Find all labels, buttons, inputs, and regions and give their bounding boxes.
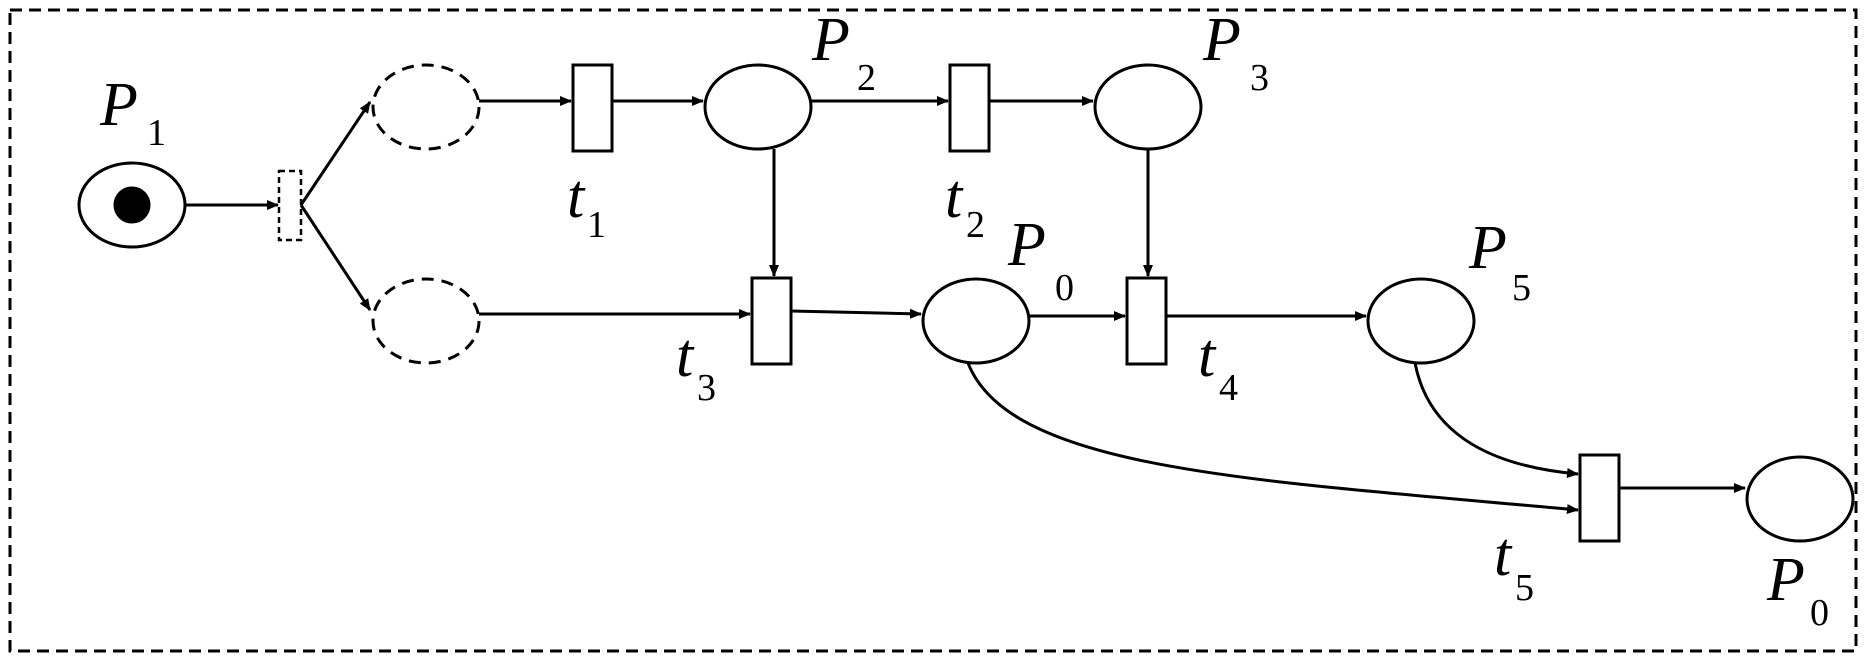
svg-text:t: t bbox=[567, 163, 586, 231]
svg-text:t: t bbox=[1494, 521, 1513, 589]
label-t2: t 2 bbox=[945, 163, 985, 246]
svg-text:t: t bbox=[676, 322, 695, 390]
label-p2: P 2 bbox=[811, 6, 876, 99]
label-t5: t 5 bbox=[1494, 521, 1534, 609]
svg-text:P: P bbox=[811, 6, 850, 74]
svg-text:P: P bbox=[99, 71, 138, 139]
transition-t5 bbox=[1578, 453, 1621, 543]
place-hidden-upper bbox=[371, 63, 481, 151]
svg-text:0: 0 bbox=[1810, 592, 1829, 634]
arc-p5-to-t5 bbox=[1413, 362, 1579, 478]
svg-text:1: 1 bbox=[147, 112, 166, 154]
transition-hidden bbox=[277, 169, 303, 242]
place-p0-mid bbox=[921, 277, 1031, 365]
place-p0-end bbox=[1745, 455, 1855, 543]
place-p2 bbox=[703, 63, 813, 151]
label-p5: P 5 bbox=[1468, 214, 1531, 309]
label-t1: t 1 bbox=[567, 163, 606, 246]
transition-t2 bbox=[948, 63, 991, 153]
arc-t3-to-p0 bbox=[790, 308, 922, 319]
arc-split-to-upper bbox=[299, 101, 372, 206]
arc-split-to-lower bbox=[299, 204, 372, 311]
svg-text:2: 2 bbox=[966, 204, 985, 246]
svg-text:5: 5 bbox=[1515, 567, 1534, 609]
place-p3 bbox=[1093, 63, 1203, 151]
svg-text:1: 1 bbox=[587, 204, 606, 246]
svg-text:3: 3 bbox=[697, 367, 716, 409]
arc-p0-to-t5 bbox=[966, 362, 1579, 514]
label-p0-end: P 0 bbox=[1766, 546, 1829, 634]
label-t3: t 3 bbox=[676, 322, 716, 409]
diagram-frame bbox=[8, 8, 1858, 653]
label-p0-mid: P 0 bbox=[1007, 211, 1074, 309]
place-hidden-lower bbox=[371, 277, 481, 365]
token bbox=[113, 186, 151, 224]
svg-text:P: P bbox=[1468, 214, 1507, 282]
transition-t4 bbox=[1125, 276, 1168, 366]
svg-text:t: t bbox=[945, 163, 964, 231]
svg-text:5: 5 bbox=[1512, 267, 1531, 309]
svg-text:0: 0 bbox=[1055, 267, 1074, 309]
svg-text:4: 4 bbox=[1219, 367, 1238, 409]
svg-text:2: 2 bbox=[857, 57, 876, 99]
label-p1: P 1 bbox=[99, 71, 166, 154]
svg-text:P: P bbox=[1202, 6, 1241, 74]
svg-text:3: 3 bbox=[1250, 57, 1269, 99]
place-p5 bbox=[1366, 277, 1476, 365]
svg-text:P: P bbox=[1766, 546, 1805, 614]
svg-text:t: t bbox=[1198, 322, 1217, 390]
transition-t1 bbox=[571, 63, 614, 153]
svg-text:P: P bbox=[1007, 211, 1046, 279]
label-t4: t 4 bbox=[1198, 322, 1238, 409]
label-p3: P 3 bbox=[1202, 6, 1269, 99]
transition-t3 bbox=[750, 276, 793, 366]
